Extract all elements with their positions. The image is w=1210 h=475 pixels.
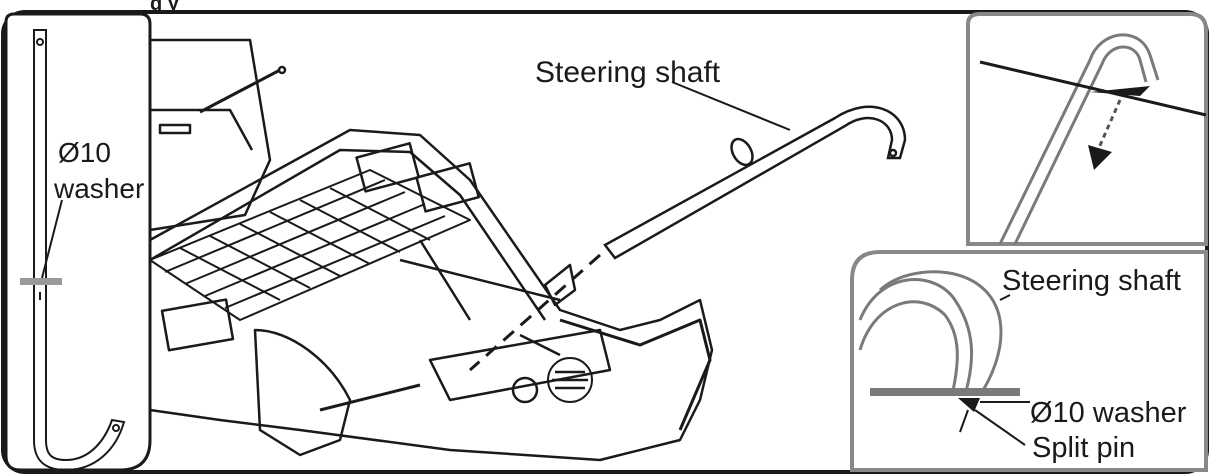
- left-washer-size: Ø10: [58, 137, 111, 168]
- top-right-rod: [979, 60, 1207, 117]
- alignment-dashed-line: [469, 253, 601, 372]
- shaft-washer: [730, 137, 754, 167]
- bottom-right-split-pin: [958, 398, 980, 412]
- top-right-split-pin: [1090, 86, 1150, 96]
- insert-arrow-head: [1088, 145, 1112, 170]
- left-inset-shaft: [33, 29, 126, 472]
- left-washer-leader: [41, 199, 63, 279]
- main-shaft-leader: [671, 81, 791, 131]
- steering-shaft-main: [603, 105, 907, 260]
- floor-grid: [149, 169, 471, 321]
- grille: [547, 357, 593, 403]
- body-outline: [149, 128, 714, 462]
- go-kart-chassis: [148, 38, 714, 462]
- bottom-right-washer-bar: [870, 388, 1020, 396]
- split-pin-stem: [959, 409, 969, 433]
- br-pin-label: Split pin: [1032, 432, 1135, 464]
- main-shaft-label: Steering shaft: [535, 56, 721, 89]
- top-right-shaft: [998, 33, 1160, 245]
- left-inset-panel: [4, 12, 152, 472]
- br-washer-label: Ø10 washer: [1030, 397, 1187, 429]
- left-washer-bar: [20, 278, 62, 285]
- top-right-inset-panel: [966, 12, 1208, 246]
- bottom-right-inset-panel: [850, 250, 1208, 472]
- br-shaft-label: Steering shaft: [1002, 265, 1181, 297]
- header-partial-text: g y: [150, 0, 180, 15]
- left-washer-word: washer: [53, 173, 144, 204]
- bottom-right-shaft: [858, 270, 1003, 396]
- br-shaft-leader: [999, 294, 1011, 301]
- br-pin-leader: [974, 409, 1026, 446]
- insert-arrow-shaft: [1096, 99, 1122, 151]
